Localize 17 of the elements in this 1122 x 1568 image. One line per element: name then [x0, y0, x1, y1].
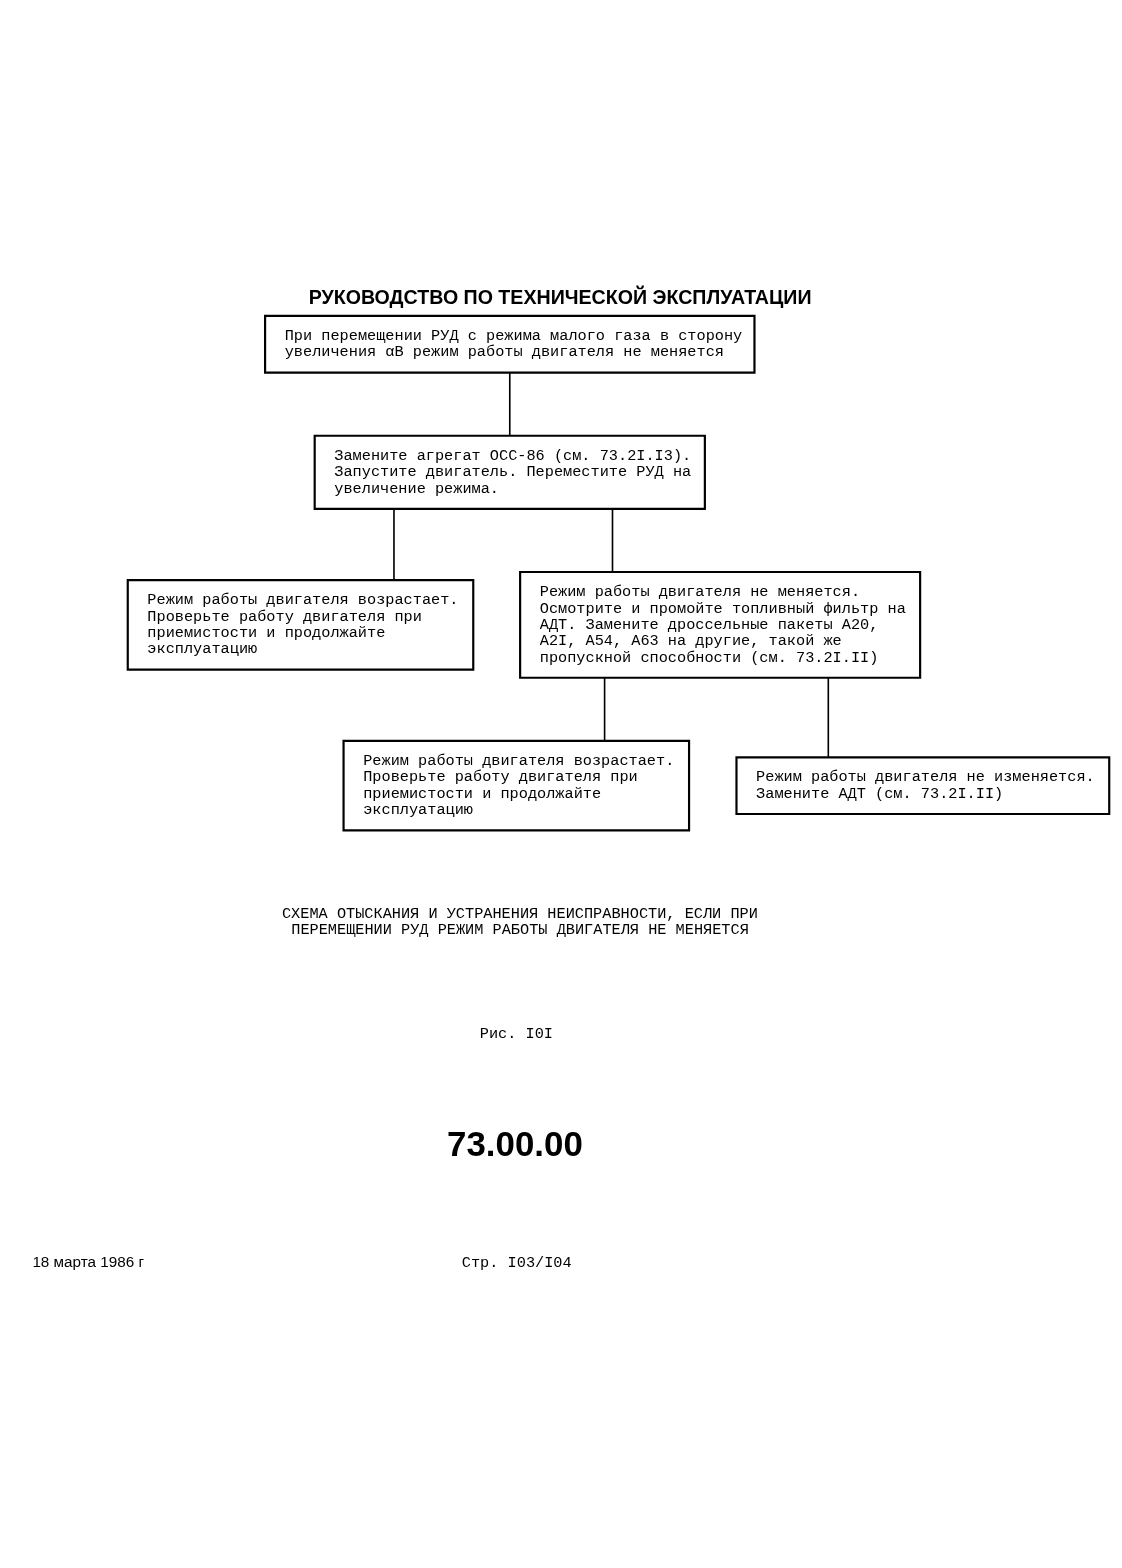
caption: СХЕМА ОТЫСКАНИЯ И УСТРАНЕНИЯ НЕИСПРАВНОСТИ, ЕСЛИ ПРИ ПЕРЕМЕЩЕНИИ РУД РЕЖИМ РАБОТЫ ДВИГАТЕЛЯ НЕ МЕНЯЕТСЯ: [281, 904, 758, 940]
label: 18 марта 1986 г: [32, 1252, 144, 1270]
label: Рис. I0I: [479, 1024, 554, 1043]
node-box: Режим работы двигателя возрастает. Проверьте работу двигателя при приемистости и продолжайте эксплуатацию: [342, 739, 691, 832]
node-box: Замените агрегат ОСС-86 (см. 73.2I.I3). Запустите двигатель. Переместите РУД на увеличение режима.: [313, 434, 706, 510]
node-box: При перемещении РУД с режима малого газа в сторону увеличения αВ режим работы двигателя не меняется: [264, 314, 756, 374]
connector: [603, 677, 606, 742]
connector: [611, 508, 614, 573]
node-box: Режим работы двигателя не изменяется. Замените АДТ (см. 73.2I.II): [735, 756, 1111, 816]
label: Стр. I03/I04: [461, 1253, 572, 1272]
node-box: Режим работы двигателя не меняется. Осмотрите и промойте топливный фильтр на АДТ. Замените дроссельные пакеты А20, А2I, А54, А63 на другие, такой же пропускной способности (см. 73.2I.II): [519, 570, 922, 679]
connector: [508, 371, 511, 437]
connector: [827, 677, 830, 758]
node-box: Режим работы двигателя возрастает. Проверьте работу двигателя при приемистости и продолжайте эксплуатацию: [126, 579, 475, 671]
diagram-title: РУКОВОДСТВО ПО ТЕХНИЧЕСКОЙ ЭКСПЛУАТАЦИИ: [308, 286, 812, 309]
connector: [393, 508, 395, 581]
label: 73.00.00: [447, 1123, 583, 1163]
